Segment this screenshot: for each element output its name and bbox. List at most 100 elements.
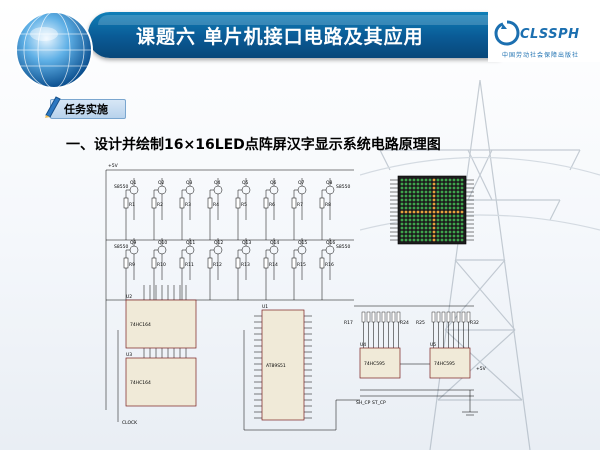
resistor-R13 [235,257,241,269]
led-dot [400,190,404,194]
led-dot [400,206,404,210]
led-dot [416,194,420,198]
led-dot [412,238,416,242]
resistor-label-r17: R17 [344,320,353,326]
led-dot [460,186,464,190]
led-dot [416,222,420,226]
ic-u4 [359,347,401,379]
led-dot [408,194,412,198]
led-dot [412,206,416,210]
led-dot [420,182,424,186]
pen-icon [45,96,61,118]
led-dot [400,214,404,218]
publisher-logo-icon [494,20,520,46]
led-dot [428,194,432,198]
led-dot [428,190,432,194]
led-dot [444,234,448,238]
led-dot [420,222,424,226]
led-dot [420,234,424,238]
led-dot [408,214,412,218]
led-dot [416,238,420,242]
led-dot [400,218,404,222]
led-dot [428,218,432,222]
led-dot [428,210,432,214]
led-dot [456,206,460,210]
led-dot [444,222,448,226]
led-dot [448,190,452,194]
u5-vcc-label: +5V [476,366,487,372]
led-dot [408,198,412,202]
transistor-type-label-0: S8550 [114,184,128,190]
led-dot [448,238,452,242]
resistor-label-R4: R4 [213,202,219,208]
title-banner [88,12,500,58]
array-resistor [461,311,466,323]
led-dot [456,214,460,218]
led-dot [404,202,408,206]
led-dot [404,230,408,234]
led-dot [400,202,404,206]
array-resistor [446,311,451,323]
led-dot [440,178,444,182]
led-dot [436,218,440,222]
logo-area [488,8,600,62]
led-dot [420,218,424,222]
led-dot [432,222,436,226]
led-dot [452,194,456,198]
array-resistor [436,311,441,323]
globe-icon [15,11,93,89]
led-dot [412,218,416,222]
led-dot [440,234,444,238]
led-dot [436,202,440,206]
led-dot [436,190,440,194]
led-dot [404,198,408,202]
led-dot [440,190,444,194]
led-dot [432,202,436,206]
led-dot [436,182,440,186]
led-dot [428,198,432,202]
led-dot [440,198,444,202]
resistor-label-r25: R25 [416,320,425,326]
led-dot [432,198,436,202]
led-dot [444,226,448,230]
led-dot [404,182,408,186]
led-dot [460,210,464,214]
resistor-R2 [151,197,157,209]
transistor-Q12 [213,245,223,255]
led-dot [404,194,408,198]
transistor-label-Q7: Q7 [298,180,305,186]
ic-u2-ref: U2 [126,294,132,300]
led-dot [420,202,424,206]
led-dot [404,178,408,182]
led-dot [436,238,440,242]
led-dot [460,230,464,234]
led-dot [452,234,456,238]
led-dot [408,222,412,226]
led-dot [416,190,420,194]
led-dot [444,178,448,182]
led-dot [404,206,408,210]
led-dot [420,230,424,234]
led-dot [412,210,416,214]
sh-cp-label: SH_CP [356,400,371,406]
transistor-label-Q5: Q5 [242,180,249,186]
led-dot [460,234,464,238]
transistor-Q2 [157,185,167,195]
array-resistor [361,311,366,323]
led-dot [460,198,464,202]
array-resistor [466,311,471,323]
led-dot [436,214,440,218]
ic-u5 [429,347,471,379]
led-dot [428,238,432,242]
led-dot [432,190,436,194]
schematic-parts [123,175,471,421]
led-dot [444,206,448,210]
led-dot [424,222,428,226]
ic-u4-ref: U4 [360,342,366,348]
led-dot [416,234,420,238]
led-dot [440,202,444,206]
resistor-label-R6: R6 [269,202,275,208]
led-dot [452,190,456,194]
led-dot [424,198,428,202]
resistor-label-R3: R3 [185,202,191,208]
